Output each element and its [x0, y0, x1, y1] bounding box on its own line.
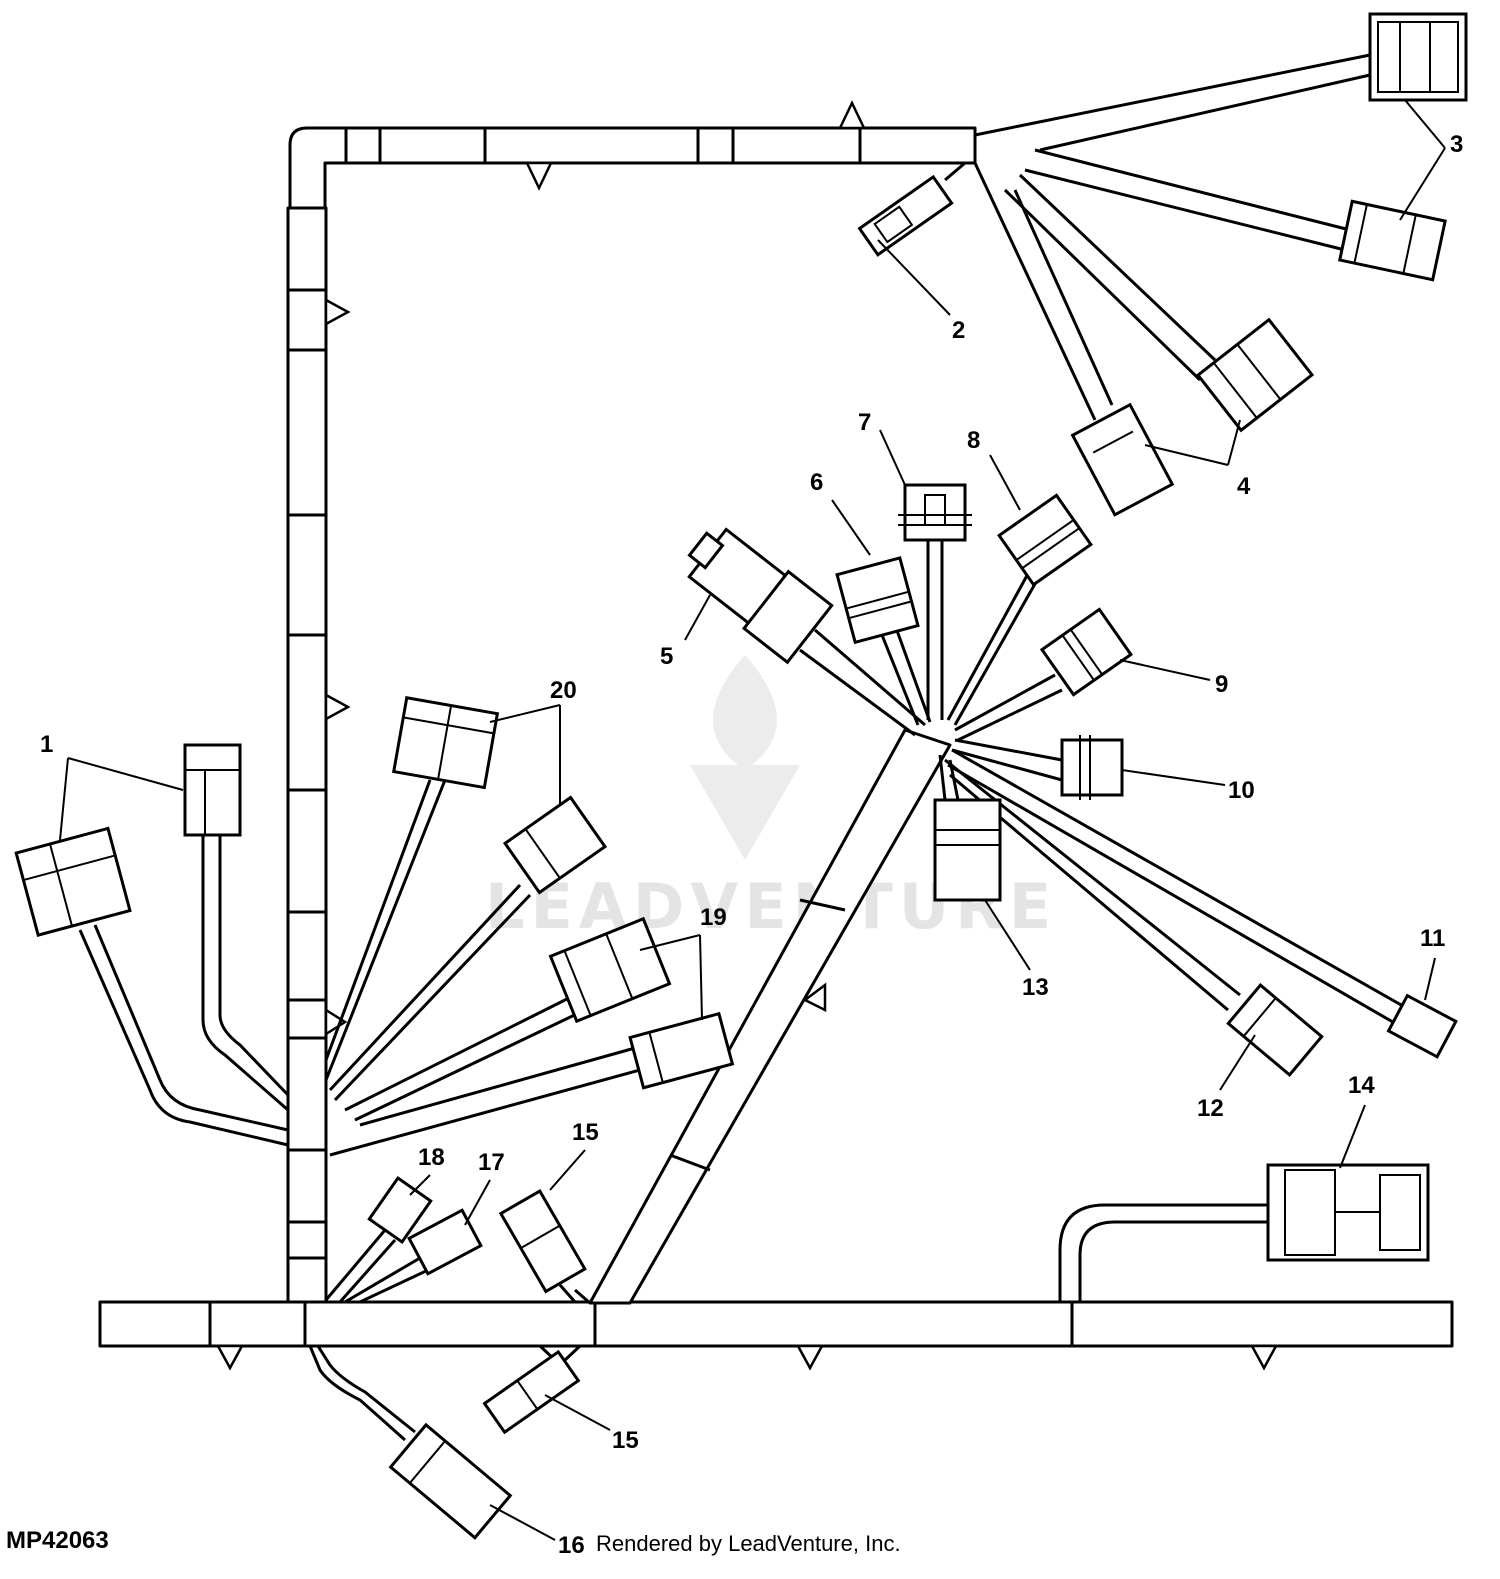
connectors [14, 12, 1468, 1540]
callout-20: 20 [550, 677, 577, 704]
callout-11: 11 [1420, 925, 1445, 952]
callout-19: 19 [700, 904, 727, 931]
callout-16: 16 [558, 1532, 585, 1559]
connector-5 [687, 527, 834, 665]
credit-text: Rendered by LeadVenture, Inc. [596, 1531, 901, 1556]
leader-lines [59, 99, 1446, 1541]
callout-7: 7 [858, 409, 871, 436]
connector-8 [997, 493, 1093, 587]
callout-6: 6 [810, 469, 823, 496]
callout-10: 10 [1228, 777, 1255, 804]
connector-14 [1266, 1163, 1430, 1262]
figure-id: MP42063 [6, 1527, 109, 1554]
callout-14: 14 [1348, 1072, 1375, 1099]
callout-15-upper: 15 [572, 1119, 599, 1146]
connector-19-upper [548, 916, 672, 1024]
connector-6 [835, 556, 920, 645]
connector-7 [898, 483, 972, 542]
connector-4-lower [1070, 402, 1175, 517]
mounting-clips [215, 100, 1279, 1371]
main-harness [98, 126, 1454, 1348]
callout-4: 4 [1237, 473, 1251, 500]
connector-10 [1060, 735, 1124, 800]
callout-13: 13 [1022, 974, 1049, 1001]
connector-20-upper [392, 695, 500, 790]
connector-19-lower [628, 1011, 735, 1090]
callout-8: 8 [967, 427, 980, 454]
connector-20-lower [502, 795, 608, 895]
top-trunk [288, 126, 977, 212]
connector-11 [1386, 993, 1458, 1059]
callout-15-lower: 15 [612, 1427, 639, 1454]
connector-2 [857, 174, 954, 257]
connector-1-left [14, 826, 132, 937]
callouts: 1 2 3 4 5 6 7 8 9 10 11 12 13 14 15 15 1… [40, 131, 1463, 1559]
connector-16 [388, 1422, 513, 1540]
connector-1-right [183, 743, 242, 837]
left-trunk [286, 206, 328, 1305]
branch-14 [1058, 1203, 1272, 1304]
callout-3: 3 [1450, 131, 1463, 158]
callout-9: 9 [1215, 671, 1228, 698]
connector-13 [933, 798, 1002, 902]
callout-2: 2 [952, 317, 965, 344]
callout-18: 18 [418, 1144, 445, 1171]
connector-15-upper [498, 1188, 587, 1294]
callout-17: 17 [478, 1149, 505, 1176]
connector-12 [1226, 983, 1324, 1077]
connector-17 [407, 1208, 483, 1276]
connector-4-upper [1195, 317, 1315, 433]
watermark-logo: LEADVENTURE [485, 655, 1051, 943]
connector-3-lower [1337, 199, 1447, 282]
callout-12: 12 [1197, 1095, 1224, 1122]
connector-15-lower [482, 1349, 581, 1435]
callout-5: 5 [660, 643, 673, 670]
callout-1: 1 [40, 731, 53, 758]
bottom-trunk [98, 1300, 1454, 1348]
connector-9 [1039, 607, 1133, 697]
connector-3-upper [1368, 12, 1468, 102]
branch-wires [78, 53, 1411, 1442]
